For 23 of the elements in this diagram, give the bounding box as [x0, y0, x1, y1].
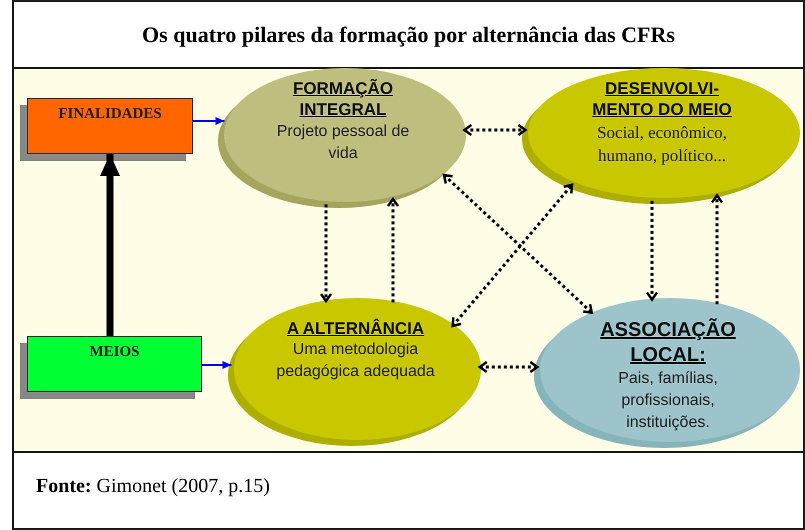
- node-description: Uma metodologia pedagógica adequada: [275, 340, 436, 382]
- node-heading: A ALTERNÂNCIA: [286, 318, 424, 340]
- arrow: [386, 198, 400, 302]
- arrow: [202, 361, 232, 369]
- node-heading: FORMAÇÃO INTEGRAL: [292, 78, 394, 120]
- arrow: [320, 204, 332, 302]
- node-description: Pais, famílias, profissionais, instituições.: [617, 369, 719, 433]
- node-description: Projeto pessoal de vida: [276, 122, 410, 164]
- arrow: [463, 124, 527, 136]
- caption: Fonte: Gimonet (2007, p.15): [36, 475, 270, 497]
- node-description: Social, econômico, humano, político...: [596, 122, 728, 167]
- arrow: [451, 184, 574, 328]
- box-label: MEIOS: [89, 343, 140, 362]
- node-heading: DESENVOLVI- MENTO DO MEIO: [591, 78, 733, 120]
- arrow: [710, 194, 724, 304]
- arrow: [100, 154, 120, 336]
- arrow: [442, 174, 593, 314]
- arrow: [478, 360, 539, 374]
- node-heading: ASSOCIAÇÃO LOCAL:: [599, 318, 737, 368]
- box-label: FINALIDADES: [58, 105, 162, 124]
- arrow: [193, 117, 224, 125]
- arrow: [646, 200, 658, 301]
- title: Os quatro pilares da formação por alternância das CFRs: [142, 21, 675, 49]
